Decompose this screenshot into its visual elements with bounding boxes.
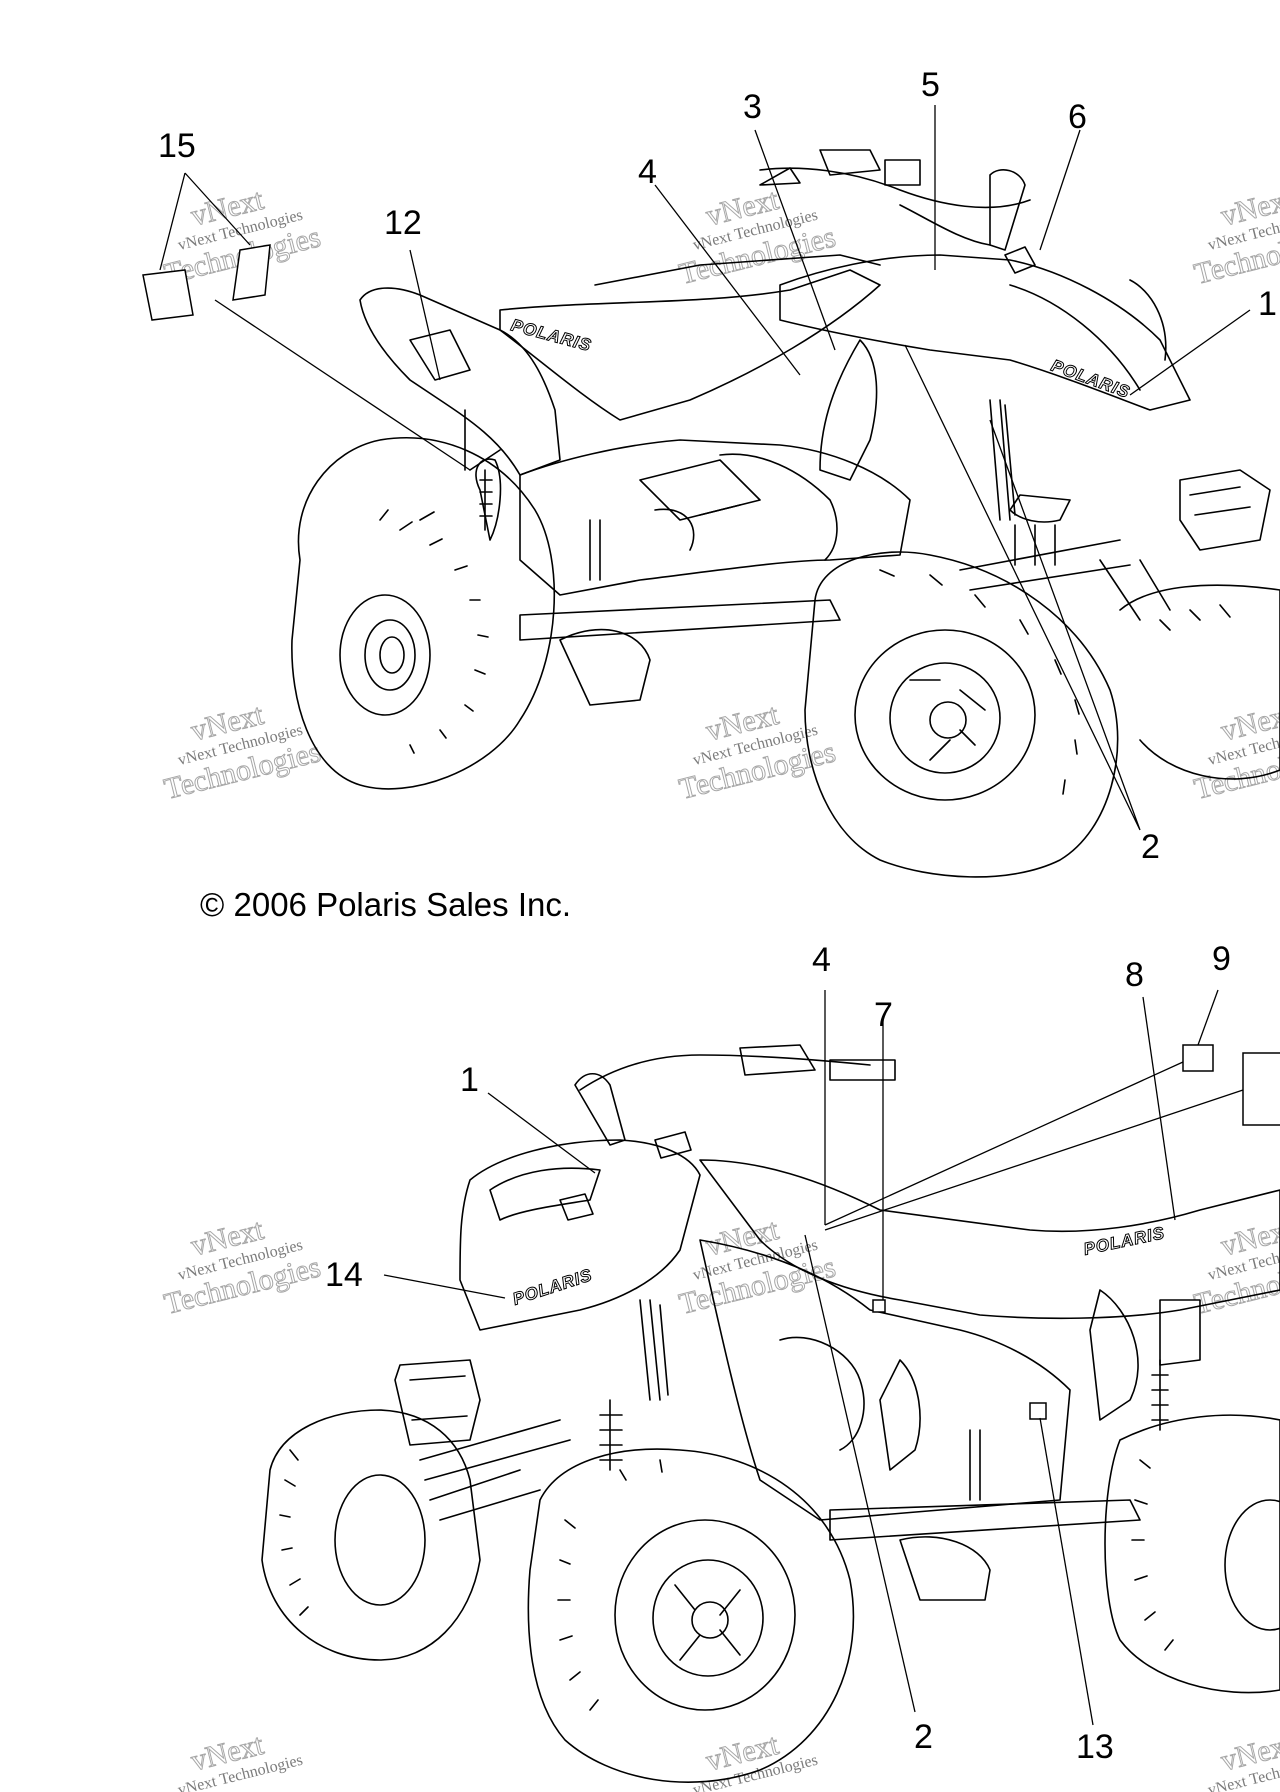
side-panel <box>519 439 911 706</box>
front-suspension <box>959 469 1271 621</box>
rear-shock <box>479 469 493 531</box>
front-left-wheel <box>804 551 1119 878</box>
decal-box-9 <box>1182 1044 1214 1072</box>
decal-box-13 <box>1029 1402 1047 1420</box>
callout-12: 12 <box>384 204 422 242</box>
watermark: vNext vNext Technologies Technologies <box>1190 1212 1280 1321</box>
front-right-wheel <box>1119 584 1280 780</box>
callout-5: 5 <box>921 66 940 104</box>
watermark: vNext vNext Technologies Technologies <box>675 182 839 291</box>
callout-1: 1 <box>460 1061 479 1099</box>
callout-7: 7 <box>874 996 893 1034</box>
brand-decal: POLARIS <box>1081 1223 1167 1260</box>
copyright-text: © 2006 Polaris Sales Inc. <box>200 886 571 923</box>
callout-4: 4 <box>812 941 831 979</box>
brand-decal: POLARIS <box>510 1265 595 1310</box>
front-hood: POLARIS <box>779 254 1191 521</box>
watermark: vNext vNext Technologies <box>1206 1727 1280 1792</box>
leader-lines-bottom <box>383 989 1244 1726</box>
decal-box-large <box>1242 1052 1280 1126</box>
callout-14: 14 <box>325 1256 363 1294</box>
handlebar <box>574 1044 896 1159</box>
decal-piece-15 <box>142 244 271 321</box>
front-hood: POLARIS <box>459 1139 701 1331</box>
callout-3: 3 <box>743 88 762 126</box>
svg-text:POLARIS: POLARIS <box>1082 1223 1167 1259</box>
callout-9: 9 <box>1212 940 1231 978</box>
callout-2: 2 <box>914 1718 933 1756</box>
front-right-wheel <box>527 1448 855 1784</box>
svg-text:POLARIS: POLARIS <box>510 1265 594 1309</box>
front-shock <box>599 1399 623 1471</box>
watermark-layer: vNext vNext Technologies Technologies vN… <box>160 182 1280 1792</box>
rear-shock <box>1151 1359 1169 1431</box>
callout-8: 8 <box>1125 956 1144 994</box>
leader-lines-top <box>159 105 1251 831</box>
handlebar <box>759 149 1036 274</box>
callout-13: 13 <box>1076 1728 1114 1766</box>
watermark: vNext vNext Technologies Technologies <box>675 697 839 806</box>
callout-6: 6 <box>1068 98 1087 136</box>
atv-bottom-view: POLARIS POLARIS <box>261 940 1280 1784</box>
watermark: vNext vNext Technologies <box>176 1727 304 1792</box>
watermark: vNext vNext Technologies Technologies <box>160 697 324 806</box>
rear-left-wheel <box>1104 1414 1280 1694</box>
callout-2: 2 <box>1141 828 1160 866</box>
svg-text:POLARIS: POLARIS <box>509 316 594 356</box>
callout-1: 1 <box>1258 285 1277 323</box>
front-left-wheel <box>261 1409 481 1661</box>
callout-15: 15 <box>158 127 196 165</box>
callout-4: 4 <box>638 153 657 191</box>
watermark: vNext vNext Technologies Technologies <box>1190 697 1280 806</box>
watermark: vNext vNext Technologies Technologies <box>160 1212 324 1321</box>
watermark: vNext vNext Technologies Technologies <box>675 1212 839 1321</box>
side-panel <box>639 1239 1141 1601</box>
decal-box-7 <box>872 1299 886 1313</box>
rear-left-wheel <box>291 437 556 790</box>
front-bumper <box>394 1359 571 1521</box>
watermark: vNext vNext Technologies Technologies <box>1190 182 1280 291</box>
brand-decal: POLARIS <box>508 315 594 356</box>
